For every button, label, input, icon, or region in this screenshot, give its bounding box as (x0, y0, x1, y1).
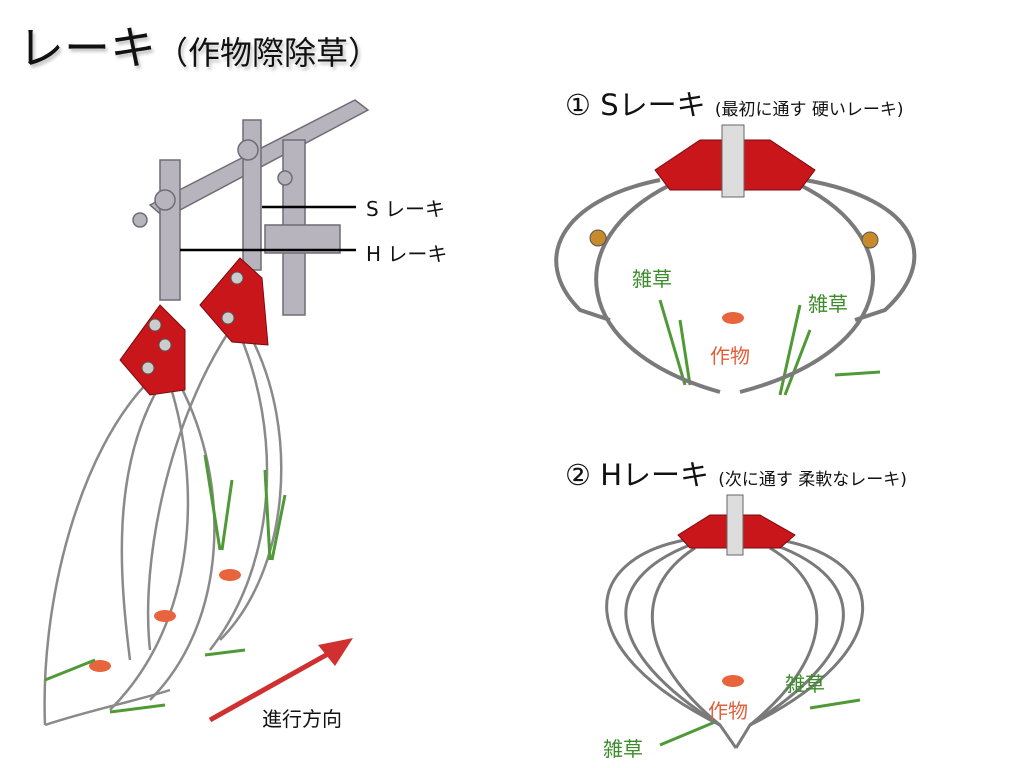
h-rake-heading: ② Hレーキ (次に通す 柔軟なレーキ) (565, 452, 907, 494)
s-rake-number: ① (565, 88, 591, 122)
s-weed-label-1: 雑草 (632, 267, 672, 291)
s-weed-label-2: 雑草 (808, 292, 848, 316)
page-title: レーキ（作物際除草） (18, 12, 380, 78)
title-main: レーキ (18, 21, 156, 75)
h-rake-number: ② (565, 458, 591, 492)
h-weed-label-2: 雑草 (603, 737, 643, 761)
weeds (44, 299, 881, 747)
crop-markers (89, 312, 744, 687)
s-rake-note: (最初に通す 硬いレーキ) (714, 100, 904, 120)
s-crop-label: 作物 (710, 344, 750, 368)
direction-arrowhead (318, 638, 353, 666)
s-rake-name: Sレーキ (600, 88, 706, 122)
rake-brackets (119, 257, 269, 396)
h-rake-tines (605, 538, 864, 749)
h-weed-label-1: 雑草 (785, 672, 825, 696)
s-rake-heading: ① Sレーキ (最初に通す 硬いレーキ) (565, 82, 904, 124)
direction-arrow (208, 647, 337, 723)
s-rake-collar-right (861, 231, 879, 249)
s-rake-tines (554, 178, 917, 394)
s-rake-label: S レーキ (366, 197, 446, 221)
h-crop-label: 作物 (708, 699, 748, 723)
direction-label: 進行方向 (262, 707, 342, 731)
h-rake-name: Hレーキ (600, 458, 710, 492)
h-rake-bolt (726, 494, 744, 556)
s-rake-bolt (721, 124, 745, 198)
h-rake-label: H レーキ (366, 242, 448, 266)
bolts (141, 271, 244, 375)
s-rake-collar-left (589, 229, 607, 247)
h-rake-note: (次に通す 柔軟なレーキ) (718, 470, 907, 490)
rake-frame (132, 99, 370, 316)
title-sub: （作物際除草） (156, 34, 381, 72)
